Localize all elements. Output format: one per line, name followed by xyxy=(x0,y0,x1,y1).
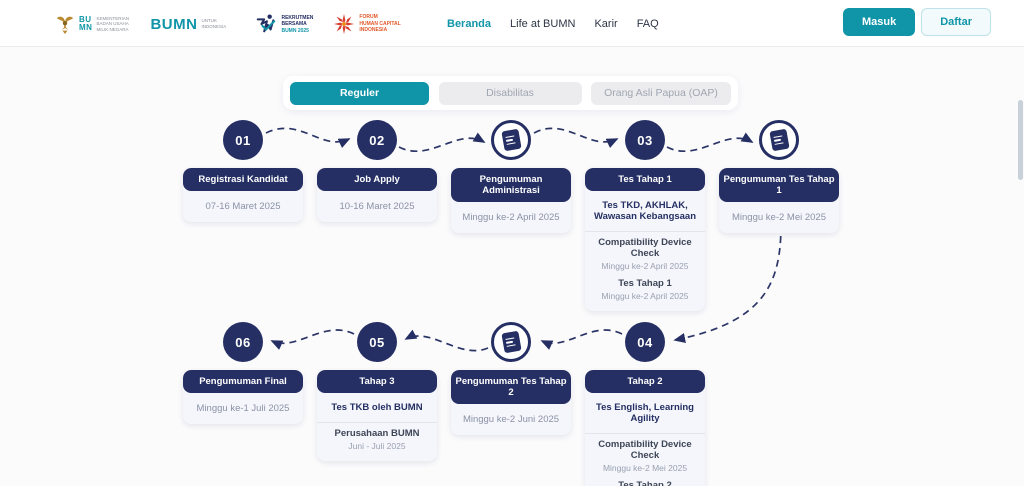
top-navbar: BU MN KEMENTERIAN BADAN USAHA MILIK NEGA… xyxy=(0,0,1024,47)
card-title: Tahap 2 xyxy=(585,370,705,393)
step-node-03: 03 xyxy=(625,120,665,160)
step-node-02: 02 xyxy=(357,120,397,160)
card-job-apply: Job Apply 10-16 Maret 2025 xyxy=(317,168,437,222)
bumn-untuk-indonesia-logo: BUMN UNTUK INDONESIA xyxy=(150,15,227,33)
fhci-starburst-icon xyxy=(334,13,355,35)
card-item: Compatibility Device Check Minggu ke-2 A… xyxy=(598,237,692,271)
card-date: Minggu ke-2 April 2025 xyxy=(462,212,560,223)
logo-group: BU MN KEMENTERIAN BADAN USAHA MILIK NEGA… xyxy=(55,9,401,39)
document-icon xyxy=(500,330,522,354)
card-title: Tes Tahap 1 xyxy=(585,168,705,191)
card-date: 07-16 Maret 2025 xyxy=(205,201,281,212)
card-title: Pengumuman Tes Tahap 1 xyxy=(719,168,839,202)
card-title: Pengumuman Final xyxy=(183,370,303,393)
card-date: Minggu ke-2 Mei 2025 xyxy=(732,212,826,223)
card-item: Compatibility Device Check Minggu ke-2 M… xyxy=(598,439,692,473)
tab-orang-asli-papua[interactable]: Orang Asli Papua (OAP) xyxy=(591,81,731,105)
card-highlight: Tes TKD, AKHLAK, Wawasan Kebangsaan xyxy=(585,191,705,232)
login-button[interactable]: Masuk xyxy=(842,8,916,36)
fhci-logo: FORUM HUMAN CAPITAL INDONESIA xyxy=(333,13,401,35)
card-item: Tes Tahap 2 Minggu ke-3 Mei 2025 xyxy=(618,480,672,486)
step-node-01: 01 xyxy=(223,120,263,160)
card-item: Perusahaan BUMN Juni - Juli 2025 xyxy=(334,428,420,451)
card-tahap-3: Tahap 3 Tes TKB oleh BUMN Perusahaan BUM… xyxy=(317,370,437,461)
card-title: Registrasi Kandidat xyxy=(183,168,303,191)
step-node-04: 04 xyxy=(625,322,665,362)
step-node-05: 05 xyxy=(357,322,397,362)
step-node-06: 06 xyxy=(223,322,263,362)
register-button[interactable]: Daftar xyxy=(921,8,991,36)
card-pengumuman-final: Pengumuman Final Minggu ke-1 Juli 2025 xyxy=(183,370,303,424)
card-tahap-2: Tahap 2 Tes English, Learning Agility Co… xyxy=(585,370,705,486)
garuda-icon xyxy=(56,16,74,34)
card-date: 10-16 Maret 2025 xyxy=(339,201,415,212)
card-items: Perusahaan BUMN Juni - Juli 2025 xyxy=(317,423,437,461)
card-title: Job Apply xyxy=(317,168,437,191)
card-pengumuman-tes-tahap-1: Pengumuman Tes Tahap 1 Minggu ke-2 Mei 2… xyxy=(719,168,839,233)
card-pengumuman-tes-tahap-2: Pengumuman Tes Tahap 2 Minggu ke-2 Juni … xyxy=(451,370,571,435)
document-icon xyxy=(768,128,790,152)
rekrutmen-bersama-logo: REKRUTMEN BERSAMA BUMN 2025 xyxy=(255,13,313,35)
tab-reguler[interactable]: Reguler xyxy=(290,81,429,105)
nav-life-at-bumn[interactable]: Life at BUMN xyxy=(510,17,576,30)
nav-karir[interactable]: Karir xyxy=(594,17,618,30)
step-node-announcement-2 xyxy=(759,120,799,160)
auth-buttons: Masuk Daftar xyxy=(842,8,991,36)
card-registrasi-kandidat: Registrasi Kandidat 07-16 Maret 2025 xyxy=(183,168,303,222)
card-highlight: Tes English, Learning Agility xyxy=(585,393,705,434)
card-title: Tahap 3 xyxy=(317,370,437,393)
card-items: Compatibility Device Check Minggu ke-2 A… xyxy=(585,232,705,311)
category-tabs: Reguler Disabilitas Orang Asli Papua (OA… xyxy=(283,76,738,110)
step-node-announcement-3 xyxy=(491,322,531,362)
card-highlight: Tes TKB oleh BUMN xyxy=(317,393,437,423)
tab-disabilitas[interactable]: Disabilitas xyxy=(438,81,582,105)
document-icon xyxy=(500,128,522,152)
kementerian-bumn-logo: BU MN KEMENTERIAN BADAN USAHA MILIK NEGA… xyxy=(55,13,130,35)
card-item: Tes Tahap 1 Minggu ke-2 April 2025 xyxy=(601,278,689,301)
step-node-announcement-1 xyxy=(491,120,531,160)
rekrutmen-mark-icon xyxy=(257,14,276,33)
main-nav: Beranda Life at BUMN Karir FAQ xyxy=(447,0,659,47)
card-items: Compatibility Device Check Minggu ke-2 M… xyxy=(585,434,705,486)
card-tes-tahap-1: Tes Tahap 1 Tes TKD, AKHLAK, Wawasan Keb… xyxy=(585,168,705,311)
card-title: Pengumuman Administrasi xyxy=(451,168,571,202)
kementerian-label: KEMENTERIAN BADAN USAHA MILIK NEGARA xyxy=(96,15,129,32)
card-date: Minggu ke-1 Juli 2025 xyxy=(196,403,290,414)
card-title: Pengumuman Tes Tahap 2 xyxy=(451,370,571,404)
bumn-monogram: BU MN xyxy=(79,15,93,32)
card-pengumuman-administrasi: Pengumuman Administrasi Minggu ke-2 Apri… xyxy=(451,168,571,233)
nav-faq[interactable]: FAQ xyxy=(636,17,659,30)
nav-beranda[interactable]: Beranda xyxy=(447,17,492,30)
scrollbar[interactable] xyxy=(1018,100,1023,180)
card-date: Minggu ke-2 Juni 2025 xyxy=(462,414,560,425)
